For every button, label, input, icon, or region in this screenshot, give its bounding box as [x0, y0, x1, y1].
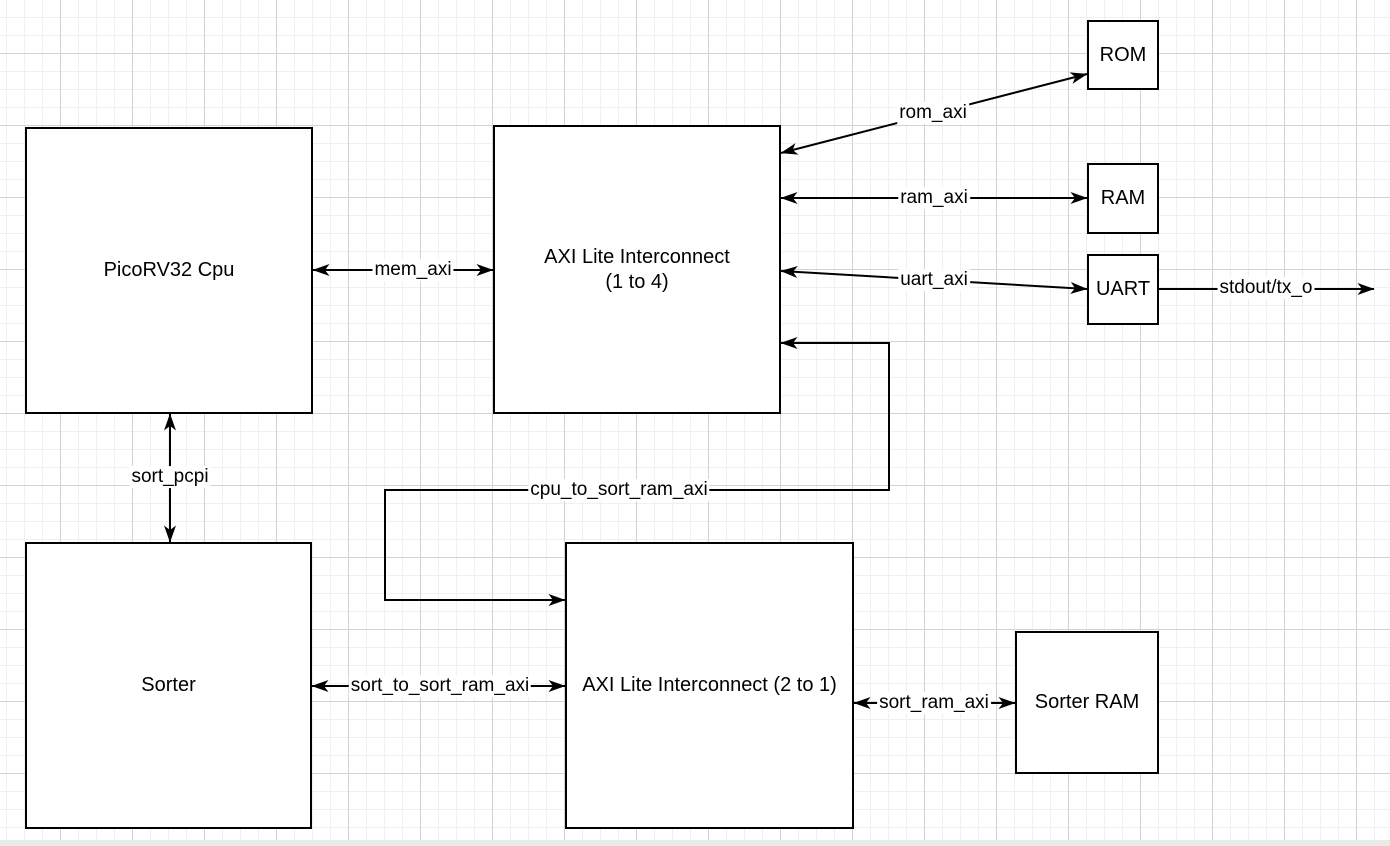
block-rom-label: ROM — [1099, 43, 1147, 66]
block-axi-lite-interconnect-2to1-label: AXI Lite Interconnect (2 to 1) — [582, 674, 837, 696]
wire-label-sort-to-sort-ram-axi[interactable]: sort_to_sort_ram_axi — [348, 675, 532, 697]
block-axi-lite-interconnect-1to4-label-line1: AXI Lite Interconnect — [544, 245, 730, 268]
wire-label-sort-pcpi[interactable]: sort_pcpi — [129, 466, 211, 488]
wire-label-ram-axi[interactable]: ram_axi — [898, 187, 970, 209]
block-uart-label: UART — [1095, 278, 1151, 300]
wire-label-mem-axi[interactable]: mem_axi — [372, 259, 454, 281]
wire-label-sort-ram-axi[interactable]: sort_ram_axi — [877, 692, 991, 714]
block-sorter-ram-label: Sorter RAM — [1034, 691, 1140, 713]
block-sorter-ram[interactable]: Sorter RAM — [1015, 631, 1159, 774]
block-picorv32-cpu-label: PicoRV32 Cpu — [103, 259, 235, 281]
wire-label-rom-axi[interactable]: rom_axi — [897, 102, 969, 124]
block-sorter-label: Sorter — [141, 674, 196, 696]
block-ram-label: RAM — [1100, 187, 1146, 209]
block-picorv32-cpu[interactable]: PicoRV32 Cpu — [25, 127, 313, 414]
canvas-bottom-edge — [0, 840, 1390, 846]
wire-label-stdout-tx-o[interactable]: stdout/tx_o — [1217, 277, 1315, 299]
connector-cpu-to-sort-ram-axi[interactable] — [384, 337, 890, 606]
block-sorter[interactable]: Sorter — [25, 542, 312, 829]
block-axi-lite-interconnect-1to4-label-line2: (1 to 4) — [605, 270, 669, 293]
block-uart[interactable]: UART — [1087, 254, 1159, 325]
wire-label-cpu-to-sort-ram-axi[interactable]: cpu_to_sort_ram_axi — [528, 479, 710, 501]
block-ram[interactable]: RAM — [1087, 163, 1159, 234]
wire-label-uart-axi[interactable]: uart_axi — [898, 269, 970, 291]
block-rom[interactable]: ROM — [1087, 20, 1159, 90]
